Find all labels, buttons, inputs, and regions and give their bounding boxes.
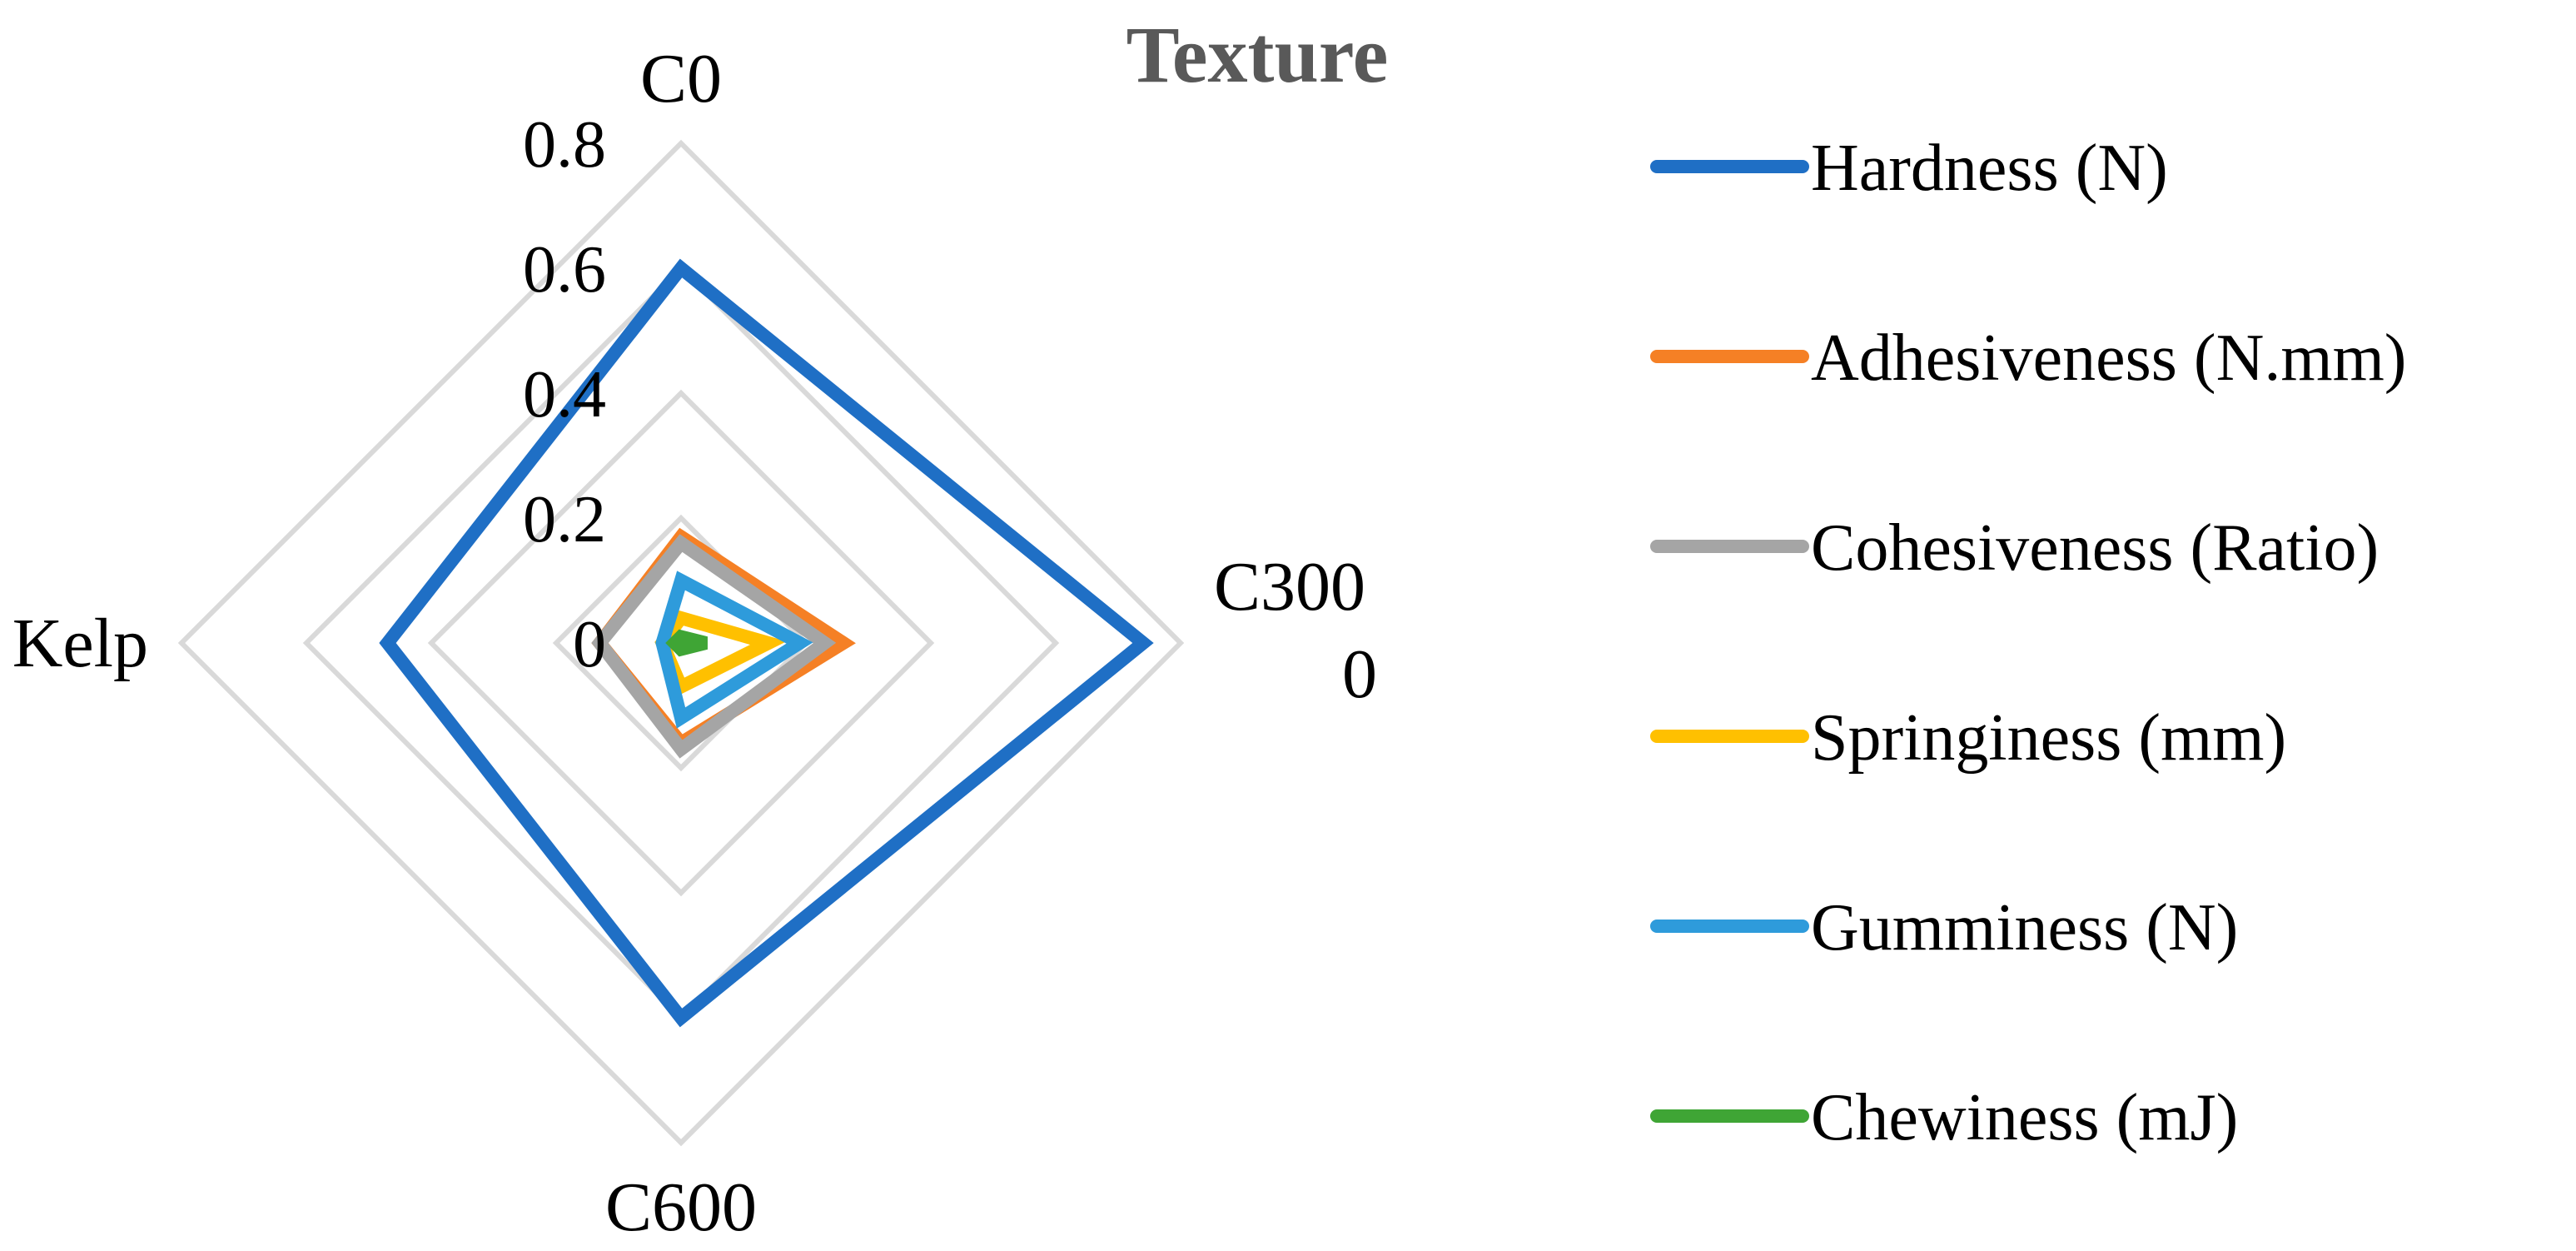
grid-ring-2 bbox=[427, 389, 935, 897]
category-label-c600: C600 bbox=[605, 1169, 757, 1246]
legend-label-4: Springiness (mm) bbox=[1811, 701, 2286, 775]
series-group bbox=[379, 258, 1154, 1028]
tick-label-2: 0.4 bbox=[523, 358, 606, 431]
legend-label-2: Adhesiveness (N.mm) bbox=[1811, 321, 2406, 395]
series-1-polygon bbox=[379, 258, 1154, 1028]
tick-label-0: 0 bbox=[573, 608, 606, 681]
chart-title: Texture bbox=[1126, 10, 1389, 99]
legend: Hardness (N) Adhesiveness (N.mm) Cohesiven… bbox=[1650, 132, 2406, 1154]
legend-label-5: Gumminess (N) bbox=[1811, 891, 2238, 964]
category-label-kelp: Kelp bbox=[12, 605, 148, 682]
legend-label-3: Cohesiveness (Ratio) bbox=[1811, 511, 2379, 585]
radial-tick-labels: 0 0.2 0.4 0.6 0.8 bbox=[523, 108, 606, 681]
series-6-polygon bbox=[665, 629, 708, 657]
grid-ring-4 bbox=[177, 139, 1185, 1147]
legend-label-6: Chewiness (mJ) bbox=[1811, 1081, 2238, 1154]
series-3-polygon bbox=[591, 534, 837, 759]
tick-label-1: 0.2 bbox=[523, 483, 606, 556]
series-5-polygon bbox=[655, 571, 813, 729]
tick-label-3: 0.6 bbox=[523, 233, 606, 307]
category-label-c0: C0 bbox=[640, 40, 722, 117]
tick-label-4: 0.8 bbox=[523, 108, 606, 182]
legend-label-1: Hardness (N) bbox=[1811, 132, 2168, 205]
